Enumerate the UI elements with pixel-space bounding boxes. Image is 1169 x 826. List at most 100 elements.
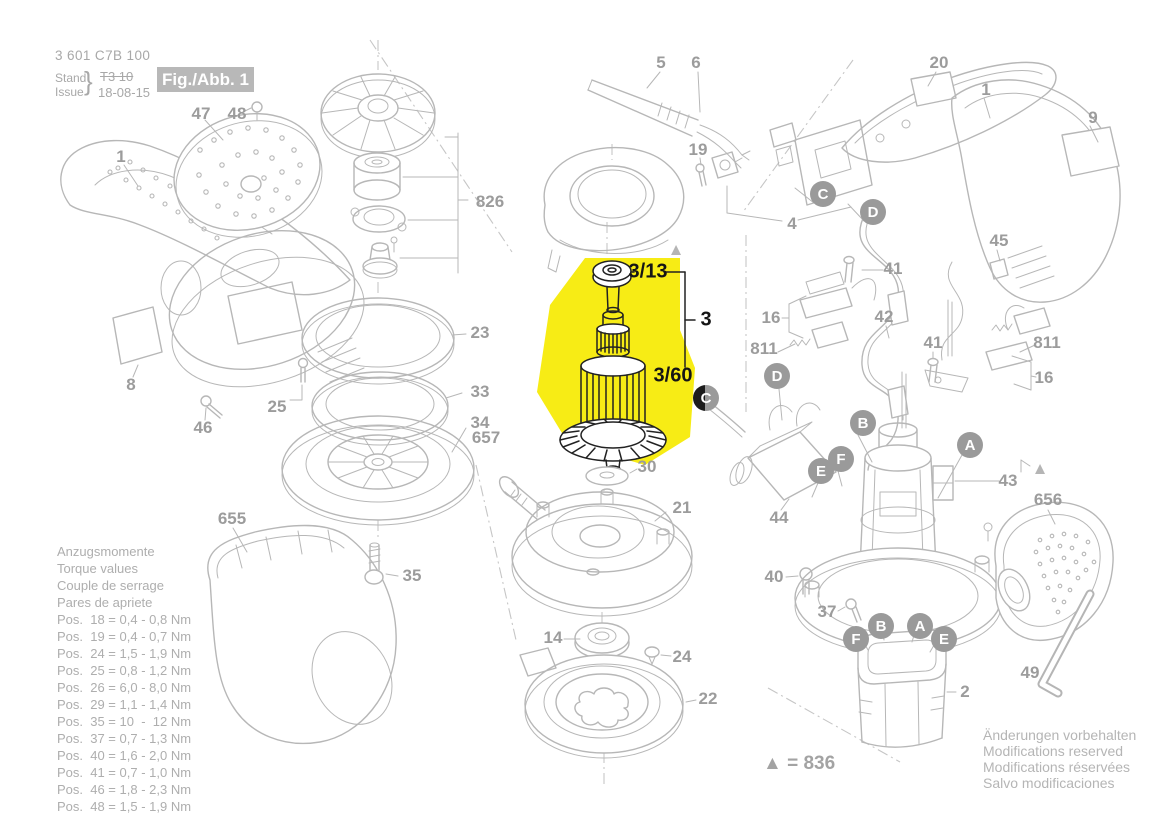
sticker-8-drawing bbox=[112, 306, 163, 365]
part-label-44: 44 bbox=[769, 508, 789, 527]
housing-shells-drawing bbox=[841, 61, 1121, 303]
torque-row: Pos. 40 = 1,6 - 2,0 Nm bbox=[57, 748, 192, 763]
part-label-45: 45 bbox=[989, 231, 1009, 250]
part-label-40: 40 bbox=[764, 567, 784, 586]
part-label-24: 24 bbox=[672, 647, 692, 666]
switch-4-drawing bbox=[726, 119, 873, 222]
motor-assembly-drawing bbox=[794, 299, 1002, 655]
torque-title: Couple de serrage bbox=[57, 578, 164, 593]
torque-title: Anzugsmomente bbox=[57, 544, 155, 559]
part-label-19: 19 bbox=[688, 140, 708, 159]
brace-glyph: } bbox=[84, 66, 93, 96]
triangle-note-836: ▲ = 836 bbox=[763, 753, 836, 774]
callout-a-mid: A bbox=[957, 432, 983, 458]
notice-line: Salvo modificaciones bbox=[983, 775, 1115, 791]
callout-e-bottom: E bbox=[931, 626, 957, 652]
torque-row: Pos. 41 = 0,7 - 1,0 Nm bbox=[57, 765, 192, 780]
hex-key-49-drawing bbox=[1037, 589, 1095, 698]
part-label-656: 656 bbox=[1033, 490, 1063, 509]
highlight-label-3: 3 bbox=[700, 308, 712, 331]
torque-title: Torque values bbox=[57, 561, 138, 576]
part-label-826: 826 bbox=[475, 192, 505, 211]
revision-old: T3 10 bbox=[100, 69, 134, 84]
notice-line: Änderungen vorbehalten bbox=[983, 727, 1137, 743]
screw-24-drawing bbox=[644, 646, 660, 665]
part-label-33: 33 bbox=[470, 382, 490, 401]
part-label-47: 47 bbox=[191, 104, 211, 123]
speed-module-44-drawing bbox=[708, 402, 837, 501]
part-label-42: 42 bbox=[874, 307, 894, 326]
modification-notices: Änderungen vorbehalten Modifications res… bbox=[983, 727, 1136, 791]
torque-row: Pos. 37 = 0,7 - 1,3 Nm bbox=[57, 731, 192, 746]
torque-row: Pos. 35 = 10 - 12 Nm bbox=[57, 714, 192, 729]
part-label-30: 30 bbox=[637, 457, 657, 476]
stand-label: Stand bbox=[55, 71, 87, 85]
triangle-mark-43: ▲ bbox=[1031, 459, 1049, 478]
part-label-41-top: 41 bbox=[883, 259, 903, 278]
gear-housing-21-drawing bbox=[498, 476, 693, 617]
sanding-pad-drawing bbox=[173, 101, 323, 238]
washer-30-drawing bbox=[585, 466, 629, 486]
callout-e-mid: E bbox=[808, 458, 834, 484]
part-label-46: 46 bbox=[193, 418, 213, 437]
callout-c-highlight: C bbox=[693, 385, 719, 411]
part-label-14: 14 bbox=[543, 628, 563, 647]
part-label-22: 22 bbox=[698, 689, 718, 708]
part-label-20: 20 bbox=[929, 53, 949, 72]
part-label-1-left: 1 bbox=[116, 147, 126, 166]
document-part-number: 3 601 C7B 100 bbox=[55, 48, 151, 63]
part-label-43: 43 bbox=[998, 471, 1018, 490]
part-label-9: 9 bbox=[1088, 108, 1098, 127]
part-label-16-left: 16 bbox=[761, 308, 781, 327]
screw-46-drawing bbox=[200, 395, 223, 419]
part-label-23: 23 bbox=[470, 323, 490, 342]
plate-43-drawing bbox=[932, 465, 954, 501]
part-label-6: 6 bbox=[691, 53, 701, 72]
part-label-49: 49 bbox=[1020, 663, 1040, 682]
notice-line: Modifications reserved bbox=[983, 743, 1124, 759]
part-label-25: 25 bbox=[267, 397, 287, 416]
part-label-657: 657 bbox=[471, 428, 501, 447]
bearing-14-drawing bbox=[574, 622, 630, 659]
part-label-811-left: 811 bbox=[750, 339, 778, 358]
torque-row: Pos. 26 = 6,0 - 8,0 Nm bbox=[57, 680, 192, 695]
callout-c-top: C bbox=[810, 181, 836, 207]
callout-b-mid: B bbox=[850, 410, 876, 436]
torque-row: Pos. 19 = 0,4 - 0,7 Nm bbox=[57, 629, 192, 644]
base-plate-22-drawing bbox=[519, 647, 684, 759]
callout-b-bottom: B bbox=[868, 613, 894, 639]
highlight-label-3-60: 3/60 bbox=[653, 364, 693, 387]
figure-label-box: Fig./Abb. 1 bbox=[157, 67, 254, 92]
part-label-8: 8 bbox=[126, 375, 136, 394]
callout-d-top: D bbox=[860, 199, 886, 225]
screw-35-drawing bbox=[364, 542, 384, 585]
callout-a-bottom: A bbox=[907, 613, 933, 639]
part-label-21: 21 bbox=[672, 498, 692, 517]
part-label-35: 35 bbox=[402, 566, 422, 585]
fan-assembly-826-drawing bbox=[320, 73, 469, 279]
part-label-5: 5 bbox=[656, 53, 666, 72]
torque-row: Pos. 18 = 0,4 - 0,8 Nm bbox=[57, 612, 192, 627]
triangle-mark-cover: ▲ bbox=[667, 240, 685, 259]
screw-19-drawing bbox=[695, 151, 739, 187]
torque-row: Pos. 29 = 1,1 - 1,4 Nm bbox=[57, 697, 192, 712]
brush-gear-drawing bbox=[789, 211, 1051, 471]
rings-pad-drawing bbox=[281, 297, 475, 526]
issue-label: Issue bbox=[55, 85, 84, 99]
highlighted-armature-drawing bbox=[537, 258, 696, 473]
part-label-16-right: 16 bbox=[1034, 368, 1054, 387]
part-label-48: 48 bbox=[227, 104, 247, 123]
notice-line: Modifications réservées bbox=[983, 759, 1131, 775]
torque-row: Pos. 25 = 0,8 - 1,2 Nm bbox=[57, 663, 192, 678]
power-cord-drawing bbox=[587, 79, 751, 169]
callout-f-bottom: F bbox=[843, 626, 869, 652]
bearing-cover-drawing bbox=[543, 146, 685, 273]
screw-37-drawing bbox=[845, 598, 862, 623]
highlight-label-3-13: 3/13 bbox=[628, 260, 668, 283]
part-label-655: 655 bbox=[217, 509, 247, 528]
revision-date: 18-08-15 bbox=[98, 85, 151, 100]
field-2-drawing bbox=[857, 629, 947, 748]
torque-table: Anzugsmomente Torque values Couple de se… bbox=[57, 543, 191, 815]
